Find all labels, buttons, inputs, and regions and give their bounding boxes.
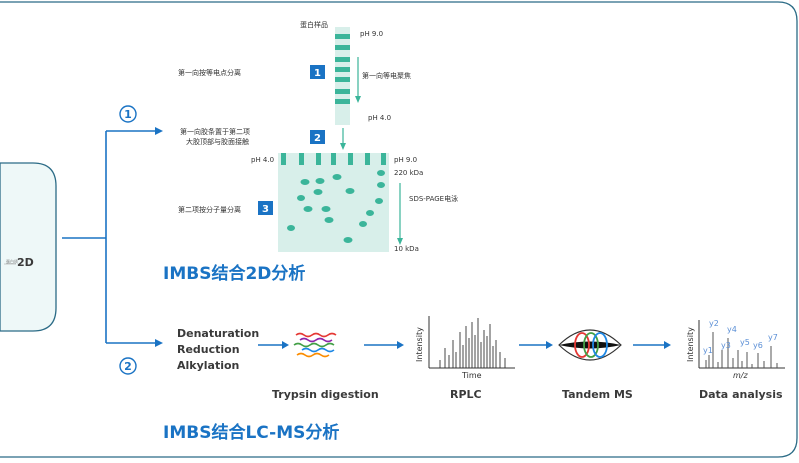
left-panel-small-label: 蛋白质 xyxy=(6,258,18,264)
ph-top-label: pH 9.0 xyxy=(360,30,383,38)
ms-ring-red xyxy=(574,332,590,358)
sds-label: SDS-PAGE电泳 xyxy=(409,194,458,203)
workflow-arrowheads xyxy=(282,341,671,349)
ion-y7: y7 xyxy=(768,333,778,342)
left-panel-label: 2D xyxy=(17,256,34,269)
ion-labels: y2 y4 y1 y3 y5 y6 y7 xyxy=(703,319,778,355)
step1-badge xyxy=(310,65,325,79)
ief-arrowhead xyxy=(355,96,361,103)
branch2-number: 2 xyxy=(124,360,132,373)
ion-y1: y1 xyxy=(703,346,713,355)
branch1-arrowhead xyxy=(155,127,163,135)
step2-badge xyxy=(310,130,325,144)
rplc-label: RPLC xyxy=(450,388,482,401)
branch1-number: 1 xyxy=(124,108,132,121)
gel-body xyxy=(278,165,389,252)
kda-high-label: 220 kDa xyxy=(394,169,423,177)
ion-y6: y6 xyxy=(753,341,763,350)
ms-ring-green xyxy=(583,332,599,358)
step3-number: 3 xyxy=(262,204,269,215)
ion-y5: y5 xyxy=(740,338,750,347)
ion-y4: y4 xyxy=(727,325,737,334)
step3-label: 第二项按分子量分离 xyxy=(178,205,241,214)
tandem-label: Tandem MS xyxy=(562,388,633,401)
data-analysis-label: Data analysis xyxy=(699,388,783,401)
spectrum-peaks xyxy=(705,332,778,368)
branch2-number-circle xyxy=(119,357,137,375)
branch-connectors xyxy=(62,130,156,344)
branch2-arrowhead xyxy=(155,339,163,347)
prep-step-3: Alkylation xyxy=(177,359,239,372)
branch1-title: IMBS结合2D分析 xyxy=(163,263,305,284)
transfer-arrowhead xyxy=(340,143,346,150)
step1-number: 1 xyxy=(314,68,321,79)
branch1-number-circle xyxy=(119,105,137,123)
ion-y3: y3 xyxy=(721,341,731,350)
kda-low-label: 10 kDa xyxy=(394,245,419,253)
gel-spots xyxy=(287,170,385,243)
step1-label: 第一向按等电点分离 xyxy=(178,68,241,77)
trypsin-label: Trypsin digestion xyxy=(272,388,379,401)
step3-badge xyxy=(258,201,273,215)
step2-label-line2: 大胶顶部与胶面接触 xyxy=(186,137,249,146)
step2-number: 2 xyxy=(314,133,321,144)
ion-y2: y2 xyxy=(709,319,719,328)
prep-step-2: Reduction xyxy=(177,343,240,356)
ief-label: 第一向等电聚焦 xyxy=(362,71,411,80)
gel-ph-left: pH 4.0 xyxy=(251,156,274,164)
gel-strip-bands xyxy=(281,153,386,165)
gel-ph-right: pH 9.0 xyxy=(394,156,417,164)
ms-ring-blue xyxy=(592,332,608,358)
left-panel xyxy=(0,162,57,332)
ph-bottom-label: pH 4.0 xyxy=(368,114,391,122)
prep-step-1: Denaturation xyxy=(177,327,259,340)
step2-label-line1: 第一向胶条置于第二项 xyxy=(180,127,250,136)
branch2-title: IMBS结合LC-MS分析 xyxy=(163,422,339,443)
rplc-y-label: Intensity xyxy=(415,327,424,362)
spectrum-y-label: Intensity xyxy=(686,327,695,362)
sds-arrowhead xyxy=(397,238,403,245)
rplc-x-label: Time xyxy=(461,371,482,380)
peptide-icon xyxy=(293,332,337,358)
ief-bands xyxy=(335,34,350,104)
sample-label: 蛋白样品 xyxy=(300,20,328,29)
ief-strip xyxy=(335,27,350,125)
rplc-peaks xyxy=(439,318,506,368)
spectrum-x-label: m/z xyxy=(733,371,748,380)
